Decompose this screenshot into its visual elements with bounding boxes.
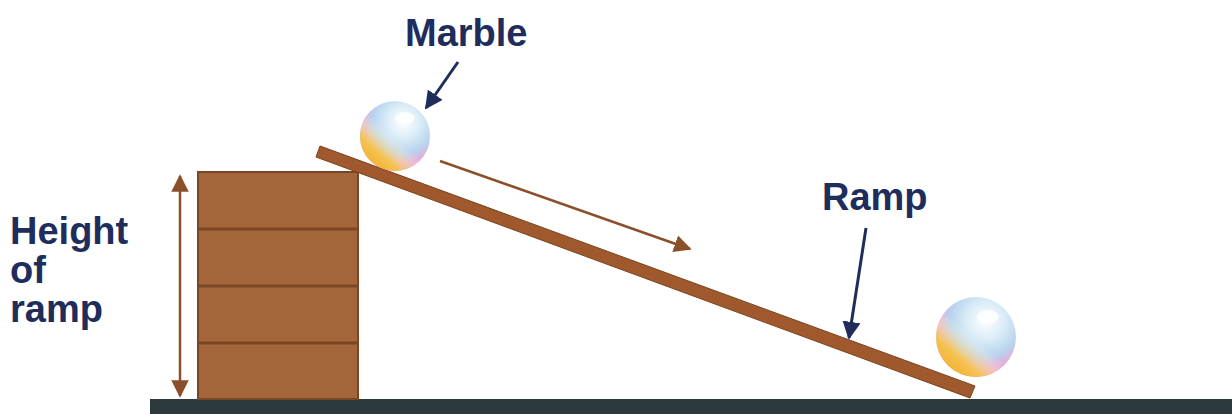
motion-arrow <box>440 161 690 249</box>
dimension-label: Height of ramp <box>10 212 140 328</box>
marble <box>360 101 430 171</box>
leader-arrow <box>426 62 458 108</box>
leader-arrow <box>849 228 866 338</box>
height-arrow <box>179 176 182 396</box>
ground <box>150 399 1232 414</box>
ramp-board <box>316 146 975 398</box>
marble <box>936 297 1016 377</box>
part-label: Ramp <box>822 178 928 217</box>
part-label: Marble <box>405 14 527 53</box>
box-stack <box>198 172 358 399</box>
